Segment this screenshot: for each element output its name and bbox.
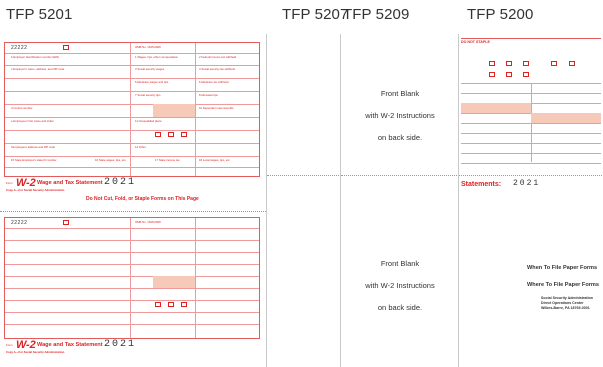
ssa-name: Social Security Administration (541, 296, 593, 300)
box13-sickpay-checkbox-lower[interactable] (181, 302, 187, 307)
box18-label: 18 Local wages, tips, etc. (199, 158, 231, 162)
w2-title-lower: W-2 (16, 339, 36, 351)
panel-tfp-5209: Front Blank with W-2 Instructions on bac… (340, 34, 459, 367)
w3-kind-checkbox-3[interactable] (523, 61, 529, 66)
perforation-line (0, 211, 266, 212)
w3-kind-checkbox-1[interactable] (489, 61, 495, 66)
statements-year: 2021 (513, 179, 541, 188)
box2-label: 2 Federal income tax withheld (199, 55, 237, 59)
front-blank-line2-lower: with W-2 Instructions (365, 281, 435, 290)
box11-label: 11 Nonqualified plans (135, 119, 162, 123)
w3-kind-checkbox-5[interactable] (569, 61, 575, 66)
where-to-file-title: Where To File Paper Forms (527, 282, 600, 288)
w2-title-upper: W-2 (16, 177, 36, 189)
omb-number: OMB No. 1545-0008 (135, 45, 161, 49)
box13-statutory-checkbox[interactable] (155, 132, 161, 137)
box13-retirement-checkbox[interactable] (168, 132, 174, 137)
header-tfp-5209: TFP 5209 (343, 6, 410, 23)
box14-label: 14 Other (135, 145, 146, 149)
box4-label: 4 Social security tax withheld (199, 67, 235, 71)
form-label: Form (6, 181, 13, 185)
ssa-ops: Direct Operations Center (541, 301, 584, 305)
front-blank-line3-lower: on back side. (377, 303, 423, 312)
box7-label: 7 Social security tips (135, 93, 161, 97)
box10-label: 10 Dependent care benefits (199, 106, 234, 110)
year-upper: 2021 (104, 177, 137, 188)
header-tfp-5207: TFP 5207 (282, 6, 349, 23)
when-to-file-title: When To File Paper Forms (527, 265, 598, 271)
box8-label: 8 Allocated tips (199, 93, 218, 97)
void-checkbox[interactable] (63, 45, 69, 50)
box-a-code: 22222 (11, 45, 28, 51)
box6-label: 6 Medicare tax withheld (199, 80, 229, 84)
perforation-5207 (267, 175, 341, 176)
box9-shaded-lower (153, 276, 195, 288)
panel-tfp-5201: 22222 OMB No. 1545-0008 b Employer ident… (0, 34, 266, 367)
w3-instructions: Statements: 2021 When To File Paper Form… (461, 178, 601, 363)
box16-label: 16 State wages, tips, etc. (95, 158, 127, 162)
box13-sickpay-checkbox[interactable] (181, 132, 187, 137)
perforation-5200 (459, 175, 603, 176)
dont-cut-notice: Do Not Cut, Fold, or Staple Forms on Thi… (86, 196, 199, 202)
panel-tfp-5200: DO NOT STAPLE Statements: 2021 When To F… (458, 34, 603, 367)
box3-label: 3 Social security wages (135, 67, 165, 71)
ssa-address: Wilkes-Barre, PA 18769-0001 (541, 306, 590, 310)
box-a-code-lower: 22222 (11, 220, 28, 226)
front-blank-line2-upper: with W-2 Instructions (365, 111, 435, 120)
omb-number-lower: OMB No. 1545-0008 (135, 220, 161, 224)
box13-retirement-checkbox-lower[interactable] (168, 302, 174, 307)
w3-employer-checkbox-3[interactable] (523, 72, 529, 77)
form-label-lower: Form (6, 343, 13, 347)
employee-address-label: f Employee's address and ZIP code (11, 145, 56, 149)
copy-a-upper: Copy A—For Social Security Administratio… (6, 188, 66, 192)
do-not-staple: DO NOT STAPLE (461, 40, 490, 44)
box15-label: 15 State Employer's state ID number (11, 158, 57, 162)
employer-name-label: c Employer's name, address, and ZIP code (11, 67, 65, 71)
w3-kind-checkbox-2[interactable] (506, 61, 512, 66)
front-blank-line1-upper: Front Blank (380, 89, 420, 98)
employee-name-label: e Employee's first name and initial (11, 119, 54, 123)
w2-footer-lower: Form W-2 Wage and Tax Statement 2021 Cop… (4, 339, 260, 366)
box17-label: 17 State income tax (155, 158, 180, 162)
w2-footer-upper: Form W-2 Wage and Tax Statement 2021 Cop… (4, 177, 260, 204)
box5-label: 5 Medicare wages and tips (135, 80, 169, 84)
header-tfp-5200: TFP 5200 (467, 6, 534, 23)
copy-a-lower: Copy A—For Social Security Administratio… (6, 350, 66, 354)
panel-tfp-5207 (266, 34, 341, 367)
control-number-label: d Control number (11, 106, 33, 110)
void-checkbox-lower[interactable] (63, 220, 69, 225)
ein-label: b Employer identification number (EIN) (11, 55, 60, 59)
w3-kind-checkbox-4[interactable] (551, 61, 557, 66)
w3-form: DO NOT STAPLE (461, 38, 601, 168)
header-tfp-5201: TFP 5201 (6, 6, 73, 23)
w3-shaded-2 (531, 113, 601, 123)
front-blank-line1-lower: Front Blank (380, 259, 420, 268)
w2-form-upper: 22222 OMB No. 1545-0008 b Employer ident… (4, 42, 260, 177)
wage-statement-upper: Wage and Tax Statement (37, 180, 103, 186)
wage-statement-lower: Wage and Tax Statement (37, 342, 103, 348)
w3-employer-checkbox-1[interactable] (489, 72, 495, 77)
w3-employer-checkbox-2[interactable] (506, 72, 512, 77)
box13-statutory-checkbox-lower[interactable] (155, 302, 161, 307)
perforation-5209 (341, 175, 459, 176)
w2-form-lower: 22222 OMB No. 1545-0008 (4, 217, 260, 339)
year-lower: 2021 (104, 339, 137, 350)
w3-shaded-1 (461, 103, 531, 113)
box9-shaded (153, 104, 195, 117)
box1-label: 1 Wages, tips, other compensation (135, 55, 178, 59)
front-blank-line3-upper: on back side. (377, 133, 423, 142)
statements-title: Statements: (461, 181, 502, 188)
